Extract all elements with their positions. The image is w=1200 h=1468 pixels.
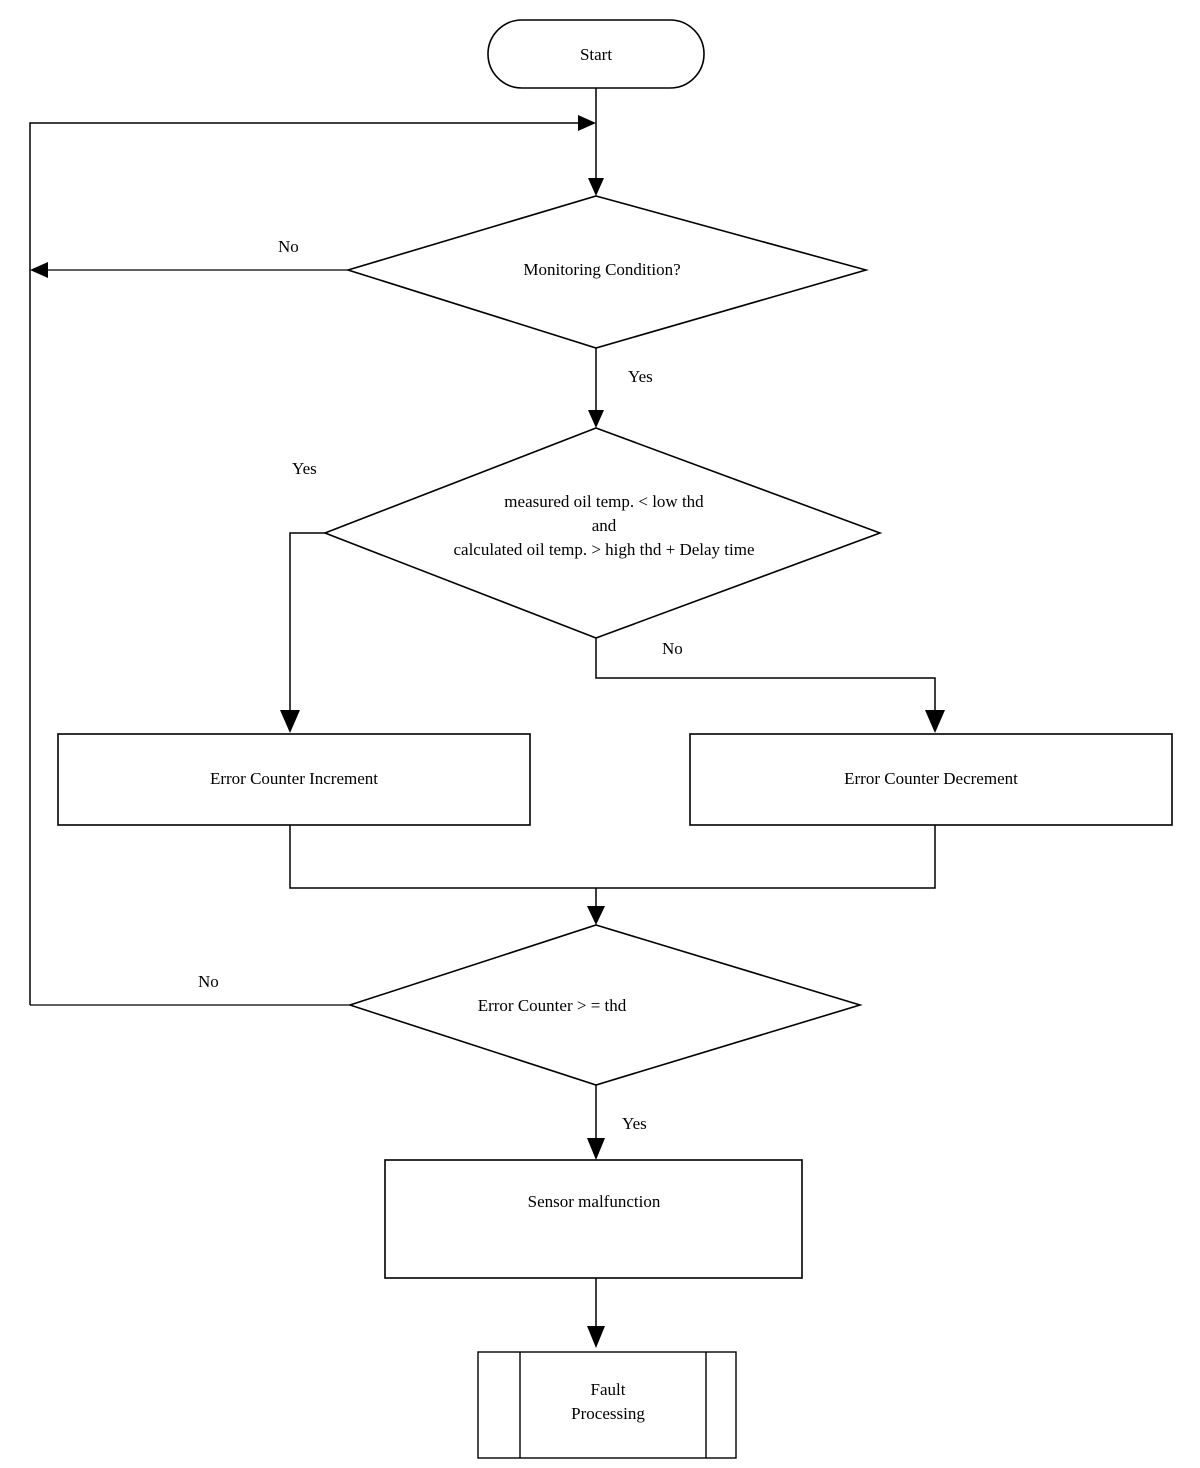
node-sensor-malfunction[interactable]: Sensor malfunction [384, 1159, 803, 1279]
edge-label-monitoring-no: No [278, 237, 299, 256]
connector-counter-yes [587, 1085, 605, 1160]
node-counter-check[interactable]: Error Counter > = thd [347, 924, 863, 1086]
edge-label-monitoring-yes: Yes [628, 367, 653, 386]
connector-merge-to-counter-check [587, 888, 605, 925]
connector-monitoring-no [30, 262, 348, 278]
error-counter-increment-shape [57, 733, 531, 826]
connector-temp-no [595, 638, 945, 733]
temp-condition-label-line1: measured oil temp. < low thd [504, 492, 704, 511]
connector-malfunction-to-fault [587, 1278, 605, 1348]
connector-increment-to-merge [289, 825, 936, 889]
node-temp-condition[interactable]: measured oil temp. < low thd and calcula… [322, 427, 883, 639]
temp-condition-diamond-shape [322, 427, 883, 639]
arrowhead-monitoring-no [30, 262, 48, 278]
edge-label-counter-no: No [198, 972, 219, 991]
fault-processing-label-line1: Fault [591, 1380, 626, 1399]
fault-processing-label-line2: Processing [571, 1404, 645, 1423]
start-terminator-shape [487, 19, 705, 89]
start-label: Start [580, 45, 612, 64]
node-fault-processing[interactable]: Fault Processing [477, 1351, 737, 1459]
error-counter-decrement-label: Error Counter Decrement [844, 769, 1018, 788]
edge-label-counter-yes: Yes [622, 1114, 647, 1133]
connector-monitoring-yes [588, 348, 604, 428]
arrowhead-into-error-decrement [925, 710, 945, 733]
arrowhead-into-monitoring [588, 178, 604, 196]
arrowhead-into-temp-condition [588, 410, 604, 428]
arrowhead-into-error-increment [280, 710, 300, 733]
node-error-counter-increment[interactable]: Error Counter Increment [57, 733, 531, 826]
counter-check-label: Error Counter > = thd [478, 996, 627, 1015]
temp-condition-label-line2: and [592, 516, 617, 535]
connector-temp-yes [280, 532, 325, 733]
arrowhead-into-sensor-malfunction [587, 1138, 605, 1160]
fault-processing-shape [477, 1351, 737, 1459]
node-monitoring-condition[interactable]: Monitoring Condition? [345, 195, 869, 349]
connector-start-to-monitoring [588, 88, 604, 196]
error-counter-increment-label: Error Counter Increment [210, 769, 378, 788]
counter-check-diamond-shape [347, 924, 863, 1086]
sensor-malfunction-label: Sensor malfunction [528, 1192, 661, 1211]
node-error-counter-decrement[interactable]: Error Counter Decrement [689, 733, 1173, 826]
connector-loop-return-rail [29, 115, 596, 1005]
arrowhead-loop-return [578, 115, 596, 131]
arrowhead-into-fault-processing [587, 1326, 605, 1348]
error-counter-decrement-shape [689, 733, 1173, 826]
sensor-malfunction-shape [384, 1159, 803, 1279]
temp-condition-label-line3: calculated oil temp. > high thd + Delay … [453, 540, 754, 559]
node-start[interactable]: Start [487, 19, 705, 89]
edge-label-temp-yes: Yes [292, 459, 317, 478]
edge-label-temp-no: No [662, 639, 683, 658]
monitoring-condition-diamond-shape [345, 195, 869, 349]
monitoring-condition-label: Monitoring Condition? [523, 260, 680, 279]
arrowhead-into-counter-check [587, 906, 605, 925]
